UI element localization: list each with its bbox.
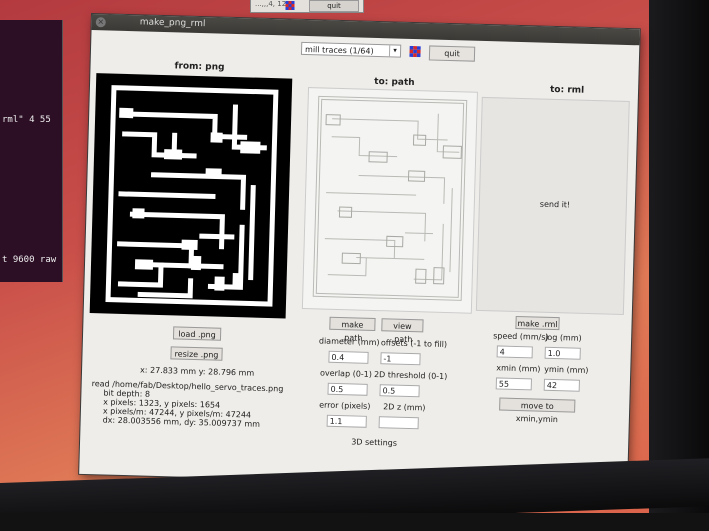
path-preview	[301, 87, 478, 314]
jog-field[interactable]: 1.0	[544, 346, 581, 360]
mode-select[interactable]: mill traces (1/64) ▾	[300, 41, 402, 58]
make-png-rml-window[interactable]: × make_png_rml mill traces (1/64) ▾ quit…	[79, 14, 640, 490]
from-png-heading: from: png	[174, 61, 225, 73]
grid-icon[interactable]	[285, 1, 295, 10]
z-label: 2D z (mm)	[383, 402, 426, 413]
to-rml-heading: to: rml	[549, 84, 585, 96]
ymin-field[interactable]: 42	[543, 378, 580, 392]
title-bar[interactable]: × make_png_rml	[91, 14, 640, 46]
rml-send-panel[interactable]: send it!	[475, 96, 630, 315]
pcb-traces-image	[105, 85, 279, 307]
move-to-origin-button[interactable]: move to xmin,ymin	[499, 397, 576, 424]
terminal-line: t 9600 raw	[2, 255, 57, 265]
overlap-label: overlap (0-1)	[319, 368, 373, 379]
mode-select-value: mill traces (1/64)	[304, 44, 374, 56]
error-field[interactable]: 1.1	[326, 414, 367, 428]
png-preview	[89, 73, 293, 319]
toolpath-image	[312, 95, 468, 301]
speed-field[interactable]: 4	[496, 345, 533, 359]
diameter-field[interactable]: 0.4	[328, 350, 369, 364]
background-window[interactable]: ...,,,4, 12 quit	[250, 0, 364, 13]
send-it-button[interactable]: send it!	[539, 199, 571, 210]
error-label: error (pixels)	[319, 400, 371, 411]
z-field[interactable]	[378, 416, 419, 430]
offsets-field[interactable]: -1	[380, 352, 421, 366]
window-title: make_png_rml	[139, 17, 206, 30]
view-path-button[interactable]: view .path	[381, 318, 424, 344]
background-window-text: ...,,,4, 12	[255, 0, 287, 8]
terminal-window[interactable]: rml" 4 55 t 9600 raw	[0, 20, 63, 282]
diameter-label: diameter (mm)	[318, 336, 380, 348]
make-rml-button[interactable]: make .rml	[515, 315, 560, 331]
overlap-field[interactable]: 0.5	[327, 382, 368, 396]
threshold-field[interactable]: 0.5	[379, 384, 420, 398]
background-quit-button[interactable]: quit	[309, 0, 359, 12]
3d-settings-button[interactable]: 3D settings	[351, 437, 398, 448]
load-png-button[interactable]: load .png	[172, 326, 222, 341]
terminal-line: rml" 4 55	[2, 115, 51, 125]
cursor-coordinates: x: 27.833 mm y: 28.796 mm	[139, 365, 255, 378]
desk-surface	[0, 513, 709, 531]
quit-button[interactable]: quit	[428, 45, 476, 62]
make-path-button[interactable]: make .path	[329, 316, 376, 343]
chevron-down-icon[interactable]: ▾	[388, 45, 401, 57]
xmin-label: xmin (mm)	[496, 363, 541, 374]
close-icon[interactable]: ×	[95, 17, 106, 28]
ymin-label: ymin (mm)	[544, 364, 589, 375]
speed-label: speed (mm/s)	[493, 331, 549, 342]
offsets-label: offsets (-1 to fill)	[380, 338, 448, 350]
grid-icon[interactable]	[409, 45, 421, 58]
monitor-bezel	[649, 0, 709, 531]
resize-png-button[interactable]: resize .png	[170, 346, 223, 361]
xmin-field[interactable]: 55	[495, 377, 532, 391]
threshold-label: 2D threshold (0-1)	[373, 370, 448, 382]
jog-label: jog (mm)	[545, 332, 582, 343]
to-path-heading: to: path	[374, 76, 415, 89]
